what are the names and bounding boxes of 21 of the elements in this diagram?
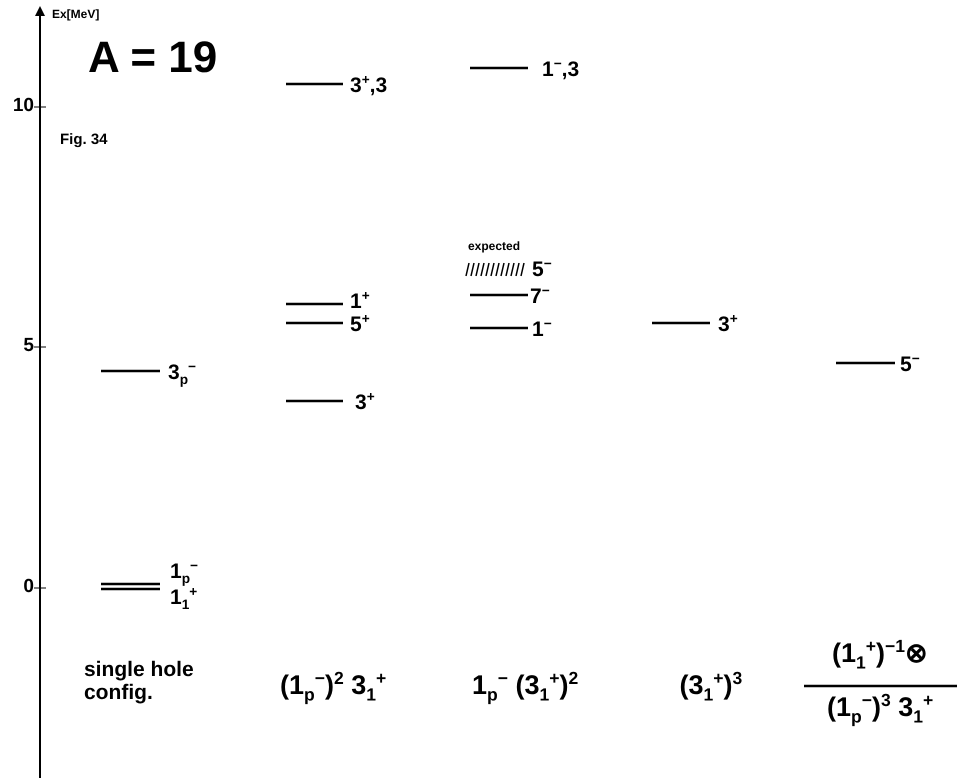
level-label: 1$^{+}$ — [350, 288, 370, 314]
tick-label: 0 — [23, 577, 34, 598]
diagram-title: A = 19 — [88, 34, 218, 82]
column-label: (3$_{1}$$^{+}$)$^{3}$ — [680, 669, 742, 705]
level-label: 5$^{−}$ — [532, 256, 552, 282]
level-label: 5$^{−}$ — [900, 351, 920, 376]
level-label: 3$^{+}$ — [718, 311, 738, 336]
level-label: 3$^{+}$,3 — [350, 72, 388, 98]
level-label: 1$^{−}$,3 — [542, 56, 580, 82]
tick-label: 10 — [12, 96, 34, 117]
figure-number: Fig. 34 — [60, 132, 108, 148]
axis-label: Ex[MeV] — [52, 8, 100, 22]
column-label: 1$_{p}$$^{−}$ (3$_{1}$$^{+}$)$^{2}$ — [472, 669, 578, 705]
level-label: 7$^{−}$ — [530, 283, 550, 308]
column-label: (1$_{1}$$^{+}$)$^{−1}$⊗ — [832, 637, 928, 673]
level-label: 1$^{−}$ — [532, 316, 552, 342]
level-label: 3$^{+}$ — [355, 389, 375, 414]
note-text: expected — [468, 240, 520, 254]
level-label: 5$^{+}$ — [350, 311, 370, 336]
column-label: single hole config. — [84, 658, 195, 704]
tick-label: 5 — [23, 336, 34, 357]
